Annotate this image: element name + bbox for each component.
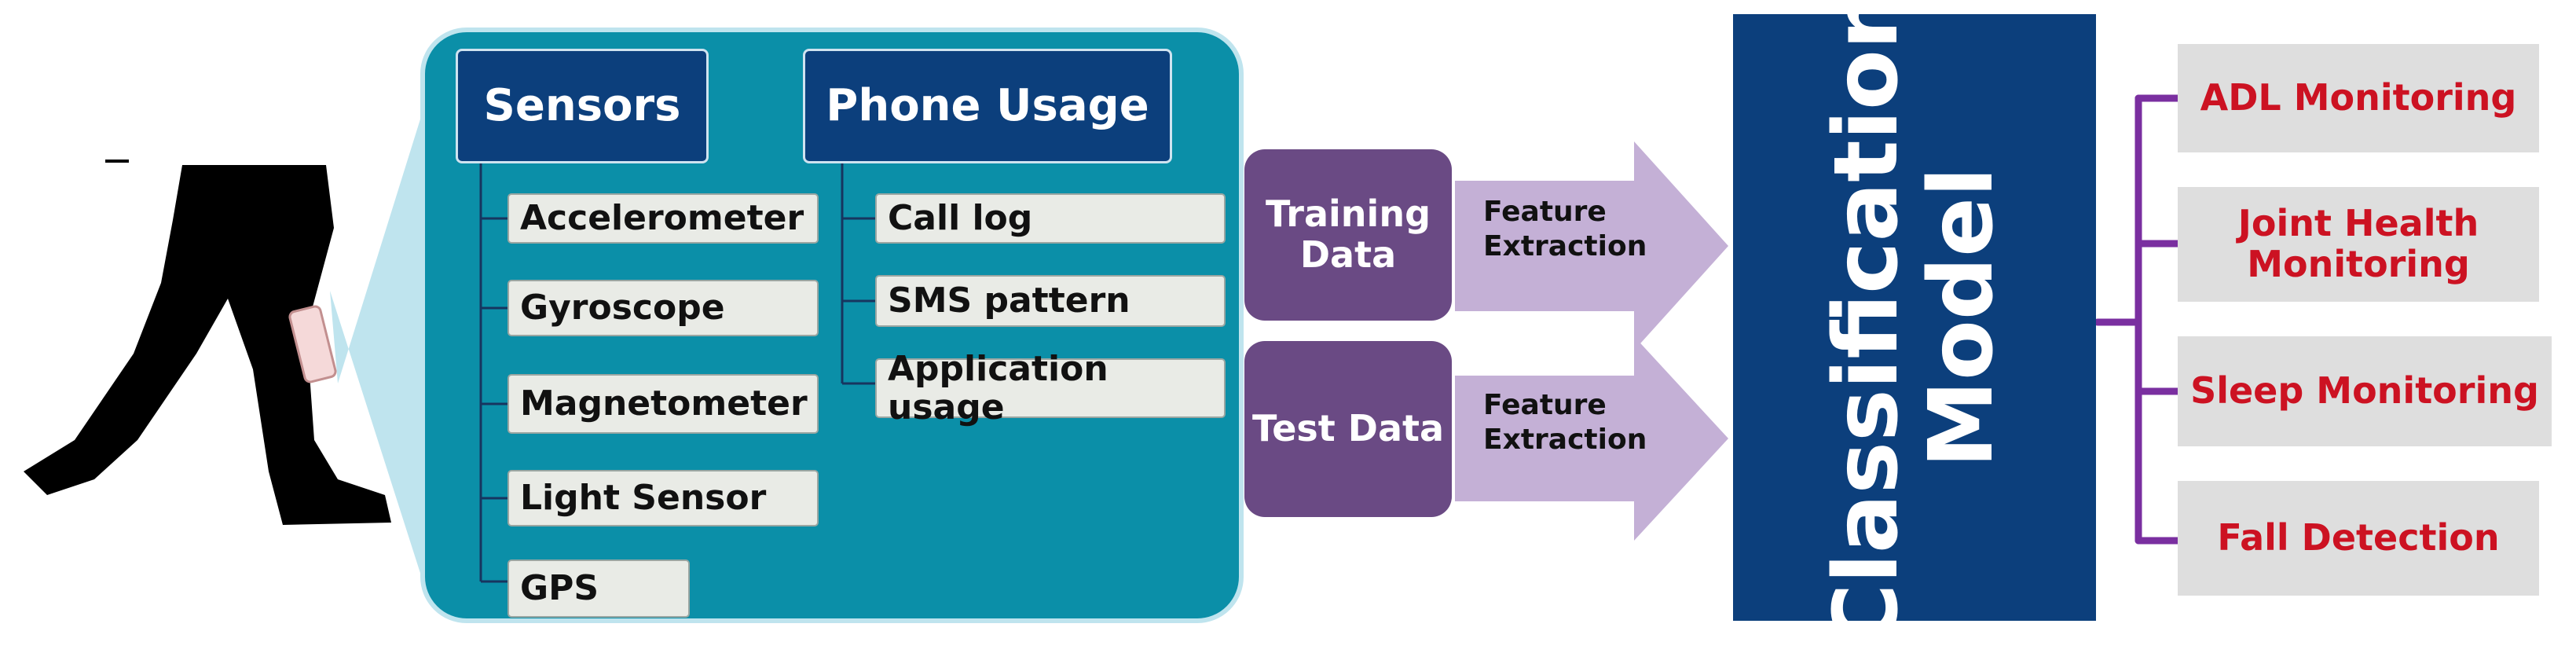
phone-usage-item-sms-pattern: SMS pattern [875,275,1226,327]
output-joint-health-monitoring: Joint Health Monitoring [2178,187,2539,302]
walking-legs-icon [24,160,391,525]
classification-model-line-1: Classification [1816,0,1918,648]
phone-usage-tree-lines [841,163,875,385]
smartphone-icon [288,305,337,383]
output-adl-monitoring: ADL Monitoring [2178,44,2539,152]
feature-extraction-label-training: Feature Extraction [1483,196,1647,262]
sensor-item-light-sensor: Light Sensor [508,470,819,526]
sensor-item-accelerometer: Accelerometer [508,193,819,244]
classification-model-label: Classification Model [1816,0,2013,648]
sensor-item-gyroscope: Gyroscope [508,280,819,336]
callout-wedge [330,86,431,605]
classification-model-box [1733,14,2096,621]
test-data-box: Test Data [1244,341,1452,517]
sensors-header: Sensors [456,49,709,163]
classification-model-line-2: Model [1911,167,2013,468]
test-arrow [1455,336,1728,541]
phone-usage-item-call-log: Call log [875,193,1226,244]
phone-usage-item-application-usage: Application usage [875,350,1226,427]
training-arrow [1455,141,1728,350]
training-data-box: Training Data [1244,149,1452,321]
sensors-tree-lines [479,163,508,583]
sensor-item-gps: GPS [508,559,690,618]
output-fall-detection: Fall Detection [2178,481,2539,596]
output-sleep-monitoring: Sleep Monitoring [2178,336,2552,446]
sensor-item-magnetometer: Magnetometer [508,374,819,434]
feature-extraction-label-test: Feature Extraction [1483,389,1647,456]
output-tree-lines [2094,94,2182,545]
phone-usage-header: Phone Usage [803,49,1172,163]
